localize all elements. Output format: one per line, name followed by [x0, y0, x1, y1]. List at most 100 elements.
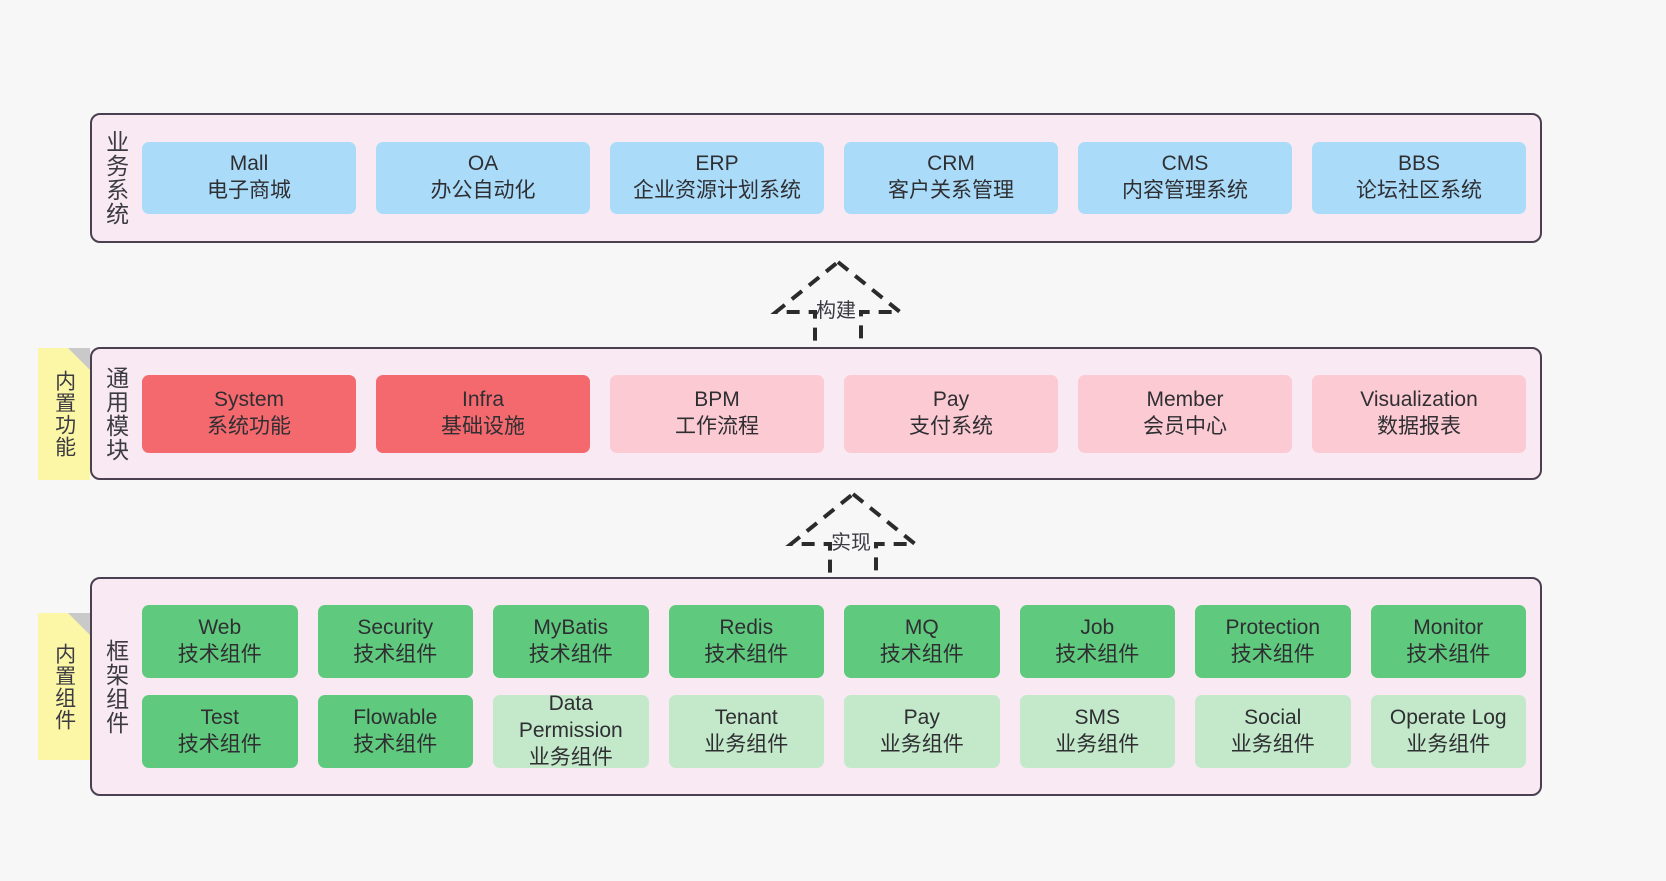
- card-system[interactable]: System 系统功能: [142, 374, 356, 453]
- card-visualization-name: Visualization: [1360, 387, 1478, 411]
- card-test-name: Test: [200, 705, 239, 729]
- card-member-name: Member: [1146, 387, 1224, 411]
- card-pay-component-desc: 业务组件: [879, 732, 964, 756]
- card-tenant[interactable]: Tenant 业务组件: [668, 695, 824, 768]
- layer-business-body: Mall 电子商城 OA 办公自动化 ERP 企业资源计划系统 CRM 客户关系…: [138, 115, 1540, 241]
- card-data-permission[interactable]: Data Permission 业务组件: [493, 692, 649, 769]
- card-cms-desc: 内容管理系统: [1122, 179, 1248, 202]
- card-social-name: Social: [1244, 705, 1302, 729]
- card-infra[interactable]: Infra 基础设施: [376, 374, 590, 453]
- card-security-name: Security: [357, 615, 434, 639]
- sticky-note-builtin-components: 内置组件: [38, 613, 90, 760]
- card-visualization-desc: 数据报表: [1377, 414, 1461, 438]
- layer-common-modules: 通用模块 System 系统功能 Infra 基础设施 BPM 工作流程 Pay…: [90, 347, 1542, 480]
- card-mall[interactable]: Mall 电子商城: [142, 142, 356, 214]
- card-bpm[interactable]: BPM 工作流程: [610, 374, 824, 453]
- card-tenant-desc: 业务组件: [704, 732, 789, 756]
- card-job-desc: 技术组件: [1055, 642, 1140, 666]
- card-mybatis[interactable]: MyBatis 技术组件: [493, 605, 649, 678]
- card-flowable[interactable]: Flowable 技术组件: [317, 695, 473, 768]
- sticky-note-builtin-features-label: 内置功能: [52, 370, 76, 458]
- card-pay-component-name: Pay: [903, 705, 940, 729]
- sticky-note-builtin-components-label: 内置组件: [52, 642, 76, 731]
- card-redis-name: Redis: [719, 615, 774, 639]
- card-test[interactable]: Test 技术组件: [142, 695, 298, 768]
- modules-card-row: System 系统功能 Infra 基础设施 BPM 工作流程 Pay 支付系统…: [142, 374, 1526, 453]
- card-pay-component[interactable]: Pay 业务组件: [844, 695, 1000, 768]
- card-bbs-name: BBS: [1397, 152, 1441, 176]
- card-data-permission-name: Data Permission: [518, 692, 623, 743]
- layer-framework-components: 框架组件 Web 技术组件 Security 技术组件 MyBatis 技术组件…: [90, 577, 1542, 796]
- card-system-desc: 系统功能: [207, 414, 291, 438]
- layer-framework-title: 框架组件: [102, 638, 129, 735]
- card-protection-name: Protection: [1225, 615, 1321, 639]
- card-monitor-name: Monitor: [1413, 615, 1484, 639]
- card-bbs[interactable]: BBS 论坛社区系统: [1312, 142, 1526, 214]
- card-protection[interactable]: Protection 技术组件: [1195, 605, 1351, 678]
- card-pay-module-desc: 支付系统: [909, 414, 993, 438]
- card-mybatis-name: MyBatis: [533, 615, 609, 639]
- card-flowable-name: Flowable: [353, 705, 438, 729]
- card-mybatis-desc: 技术组件: [528, 642, 613, 666]
- card-sms-name: SMS: [1074, 705, 1120, 729]
- card-infra-desc: 基础设施: [441, 414, 525, 438]
- business-card-row: Mall 电子商城 OA 办公自动化 ERP 企业资源计划系统 CRM 客户关系…: [142, 142, 1526, 214]
- card-pay-module[interactable]: Pay 支付系统: [844, 374, 1058, 453]
- card-web[interactable]: Web 技术组件: [142, 605, 298, 678]
- arrow-implement-label: 实现: [831, 532, 871, 554]
- card-monitor[interactable]: Monitor 技术组件: [1370, 605, 1526, 678]
- card-member[interactable]: Member 会员中心: [1078, 374, 1292, 453]
- card-crm[interactable]: CRM 客户关系管理: [844, 142, 1058, 214]
- card-test-desc: 技术组件: [177, 732, 262, 756]
- card-security[interactable]: Security 技术组件: [317, 605, 473, 678]
- sticky-fold-corner-icon: [68, 613, 90, 635]
- card-mq[interactable]: MQ 技术组件: [844, 605, 1000, 678]
- card-crm-desc: 客户关系管理: [888, 179, 1014, 202]
- card-cms[interactable]: CMS 内容管理系统: [1078, 142, 1292, 214]
- arrow-implement: 实现: [763, 488, 943, 588]
- card-mq-name: MQ: [904, 615, 939, 639]
- card-pay-module-name: Pay: [932, 387, 970, 411]
- card-tenant-name: Tenant: [714, 705, 778, 729]
- card-mq-desc: 技术组件: [879, 642, 964, 666]
- sticky-note-builtin-features: 内置功能: [38, 348, 90, 480]
- card-web-desc: 技术组件: [177, 642, 262, 666]
- card-flowable-desc: 技术组件: [353, 732, 438, 756]
- card-oa[interactable]: OA 办公自动化: [376, 142, 590, 214]
- card-erp[interactable]: ERP 企业资源计划系统: [610, 142, 824, 214]
- card-sms-desc: 业务组件: [1055, 732, 1140, 756]
- card-mall-name: Mall: [229, 152, 269, 176]
- card-social[interactable]: Social 业务组件: [1195, 695, 1351, 768]
- layer-modules-title: 通用模块: [102, 365, 129, 462]
- card-operate-log-name: Operate Log: [1389, 705, 1507, 729]
- card-cms-name: CMS: [1161, 152, 1209, 176]
- card-erp-desc: 企业资源计划系统: [633, 179, 801, 202]
- card-web-name: Web: [198, 615, 242, 639]
- arrow-build-label: 构建: [816, 300, 856, 322]
- card-redis[interactable]: Redis 技术组件: [668, 605, 824, 678]
- card-bpm-name: BPM: [694, 387, 740, 411]
- card-member-desc: 会员中心: [1143, 414, 1227, 438]
- sticky-fold-corner-icon: [68, 348, 90, 370]
- card-system-name: System: [213, 387, 284, 411]
- card-visualization[interactable]: Visualization 数据报表: [1312, 374, 1526, 453]
- card-redis-desc: 技术组件: [704, 642, 789, 666]
- card-operate-log-desc: 业务组件: [1406, 732, 1491, 756]
- card-data-permission-desc: 业务组件: [528, 745, 613, 769]
- card-oa-name: OA: [467, 152, 499, 176]
- layer-framework-body: Web 技术组件 Security 技术组件 MyBatis 技术组件 Redi…: [138, 579, 1540, 794]
- framework-business-row: Test 技术组件 Flowable 技术组件 Data Permission …: [142, 692, 1526, 769]
- layer-business-systems: 业务系统 Mall 电子商城 OA 办公自动化 ERP 企业资源计划系统 CRM…: [90, 113, 1542, 243]
- card-job[interactable]: Job 技术组件: [1019, 605, 1175, 678]
- card-crm-name: CRM: [927, 152, 975, 176]
- card-bpm-desc: 工作流程: [675, 414, 759, 438]
- card-operate-log[interactable]: Operate Log 业务组件: [1370, 695, 1526, 768]
- card-job-name: Job: [1080, 615, 1115, 639]
- card-bbs-desc: 论坛社区系统: [1356, 179, 1482, 202]
- card-protection-desc: 技术组件: [1230, 642, 1315, 666]
- card-sms[interactable]: SMS 业务组件: [1019, 695, 1175, 768]
- card-mall-desc: 电子商城: [207, 179, 291, 202]
- card-oa-desc: 办公自动化: [430, 179, 536, 202]
- card-erp-name: ERP: [695, 152, 739, 176]
